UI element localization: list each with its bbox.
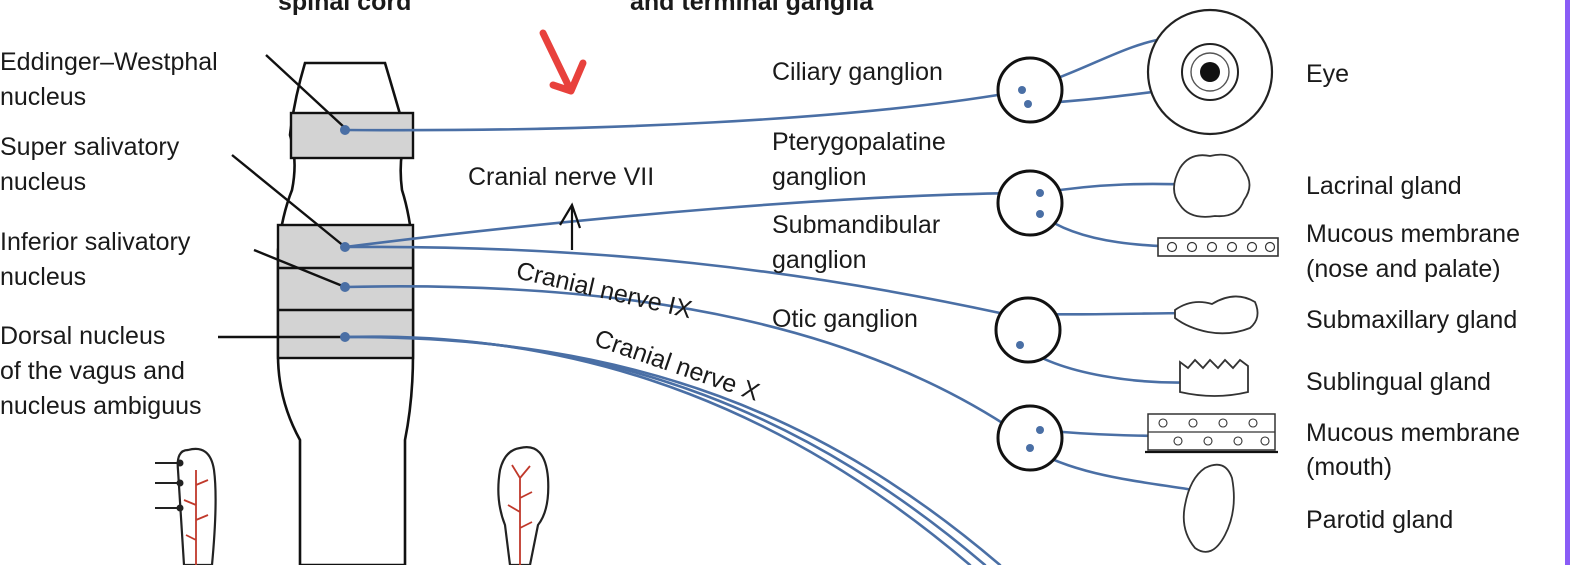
frame-border [1565, 0, 1570, 565]
label-sublingual-gland: Sublingual gland [1306, 368, 1491, 396]
sublingual-gland-drawing [1179, 358, 1249, 397]
pathway-vii-submand [343, 245, 1002, 315]
lower-right-organ [497, 446, 550, 565]
pathway-oculomotor [343, 91, 1012, 132]
label-otic-ganglion: Otic ganglion [772, 305, 918, 333]
pathway-ix [343, 285, 1027, 440]
mucous-nose-drawing [1157, 237, 1279, 257]
ganglia [994, 56, 1064, 472]
ganglion-otic [994, 296, 1062, 364]
pathway-x-3 [343, 335, 1002, 565]
label-super-salivatory: Super salivatory nucleus [0, 133, 186, 196]
dot-edinger [340, 125, 350, 135]
label-edinger-westphal: Eddinger–Westphal nucleus [0, 48, 225, 111]
label-inferior-salivatory: Inferior salivatory nucleus [0, 228, 197, 291]
submaxillary-gland-drawing [1174, 295, 1259, 335]
label-lacrimal-gland: Lacrinal gland [1306, 172, 1462, 200]
header-terminal-ganglia: and terminal ganglia [630, 0, 874, 16]
brainstem-column [276, 61, 415, 565]
dot-dorsal-vagus [340, 332, 350, 342]
lower-left-organ [155, 447, 217, 565]
ganglion-pterygopalatine [996, 169, 1064, 237]
header-spinal-cord: spinal cord [278, 0, 411, 16]
label-submandibular-ganglion: Submandibular ganglion [772, 211, 947, 274]
pointer-inferior-salivatory [253, 248, 346, 289]
nerve-pathways [343, 35, 1212, 565]
lacrimal-gland-drawing [1173, 153, 1251, 218]
mucous-mouth-drawing [1145, 413, 1278, 454]
label-ciliary-ganglion: Ciliary ganglion [772, 58, 943, 86]
pointer-edinger [265, 54, 346, 129]
red-arrow-icon [539, 29, 587, 95]
ganglion-ciliary [996, 56, 1064, 124]
dot-super-salivatory [340, 242, 350, 252]
ganglion-submandibular [996, 404, 1064, 472]
eye-icon [1146, 8, 1274, 136]
pointer-super-salivatory [231, 154, 346, 248]
bracket-vii [559, 202, 582, 250]
label-eye: Eye [1306, 60, 1349, 88]
pathway-vii-ptery [343, 191, 1022, 249]
dot-inferior-salivatory [340, 282, 350, 292]
label-mucous-nose: Mucous membrane (nose and palate) [1306, 220, 1527, 283]
label-pterygopalatine-ganglion: Pterygopalatine ganglion [772, 128, 953, 191]
parotid-gland-drawing [1182, 463, 1235, 553]
label-mucous-mouth: Mucous membrane (mouth) [1306, 419, 1527, 481]
label-submaxillary-gland: Submaxillary gland [1306, 306, 1517, 334]
label-parotid-gland: Parotid gland [1306, 506, 1453, 534]
band-edinger [289, 111, 415, 160]
label-cranial-nerve-vii: Cranial nerve VII [468, 163, 654, 191]
label-dorsal-vagus: Dorsal nucleus of the vagus and nucleus … [0, 322, 202, 420]
